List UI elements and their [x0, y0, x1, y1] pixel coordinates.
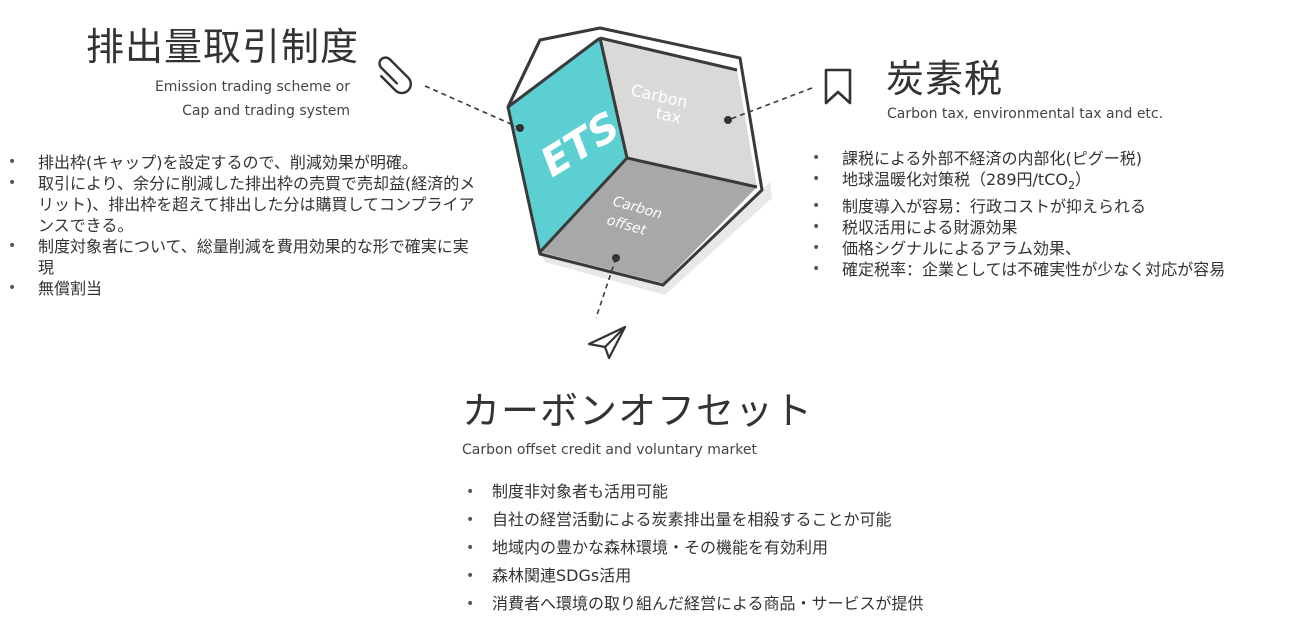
connector-lines: [424, 85, 813, 319]
tax-bullet: 確定税率：企業としては不確実性が少なく対応が容易: [812, 259, 1292, 280]
tax-bullet-suffix: ）: [1074, 170, 1091, 189]
tax-bullet: 制度導入が容易：行政コストが抑えられる: [812, 196, 1292, 217]
offset-face: [540, 158, 757, 283]
ets-bullet-list: 排出枠(キャップ)を設定するので、削減効果が明確。 取引により、余分に削減した排…: [8, 152, 478, 299]
ets-title: 排出量取引制度: [86, 25, 360, 69]
tax-bullet: 税収活用による財源効果: [812, 217, 1292, 238]
ets-subtitle: Emission trading scheme or Cap and tradi…: [155, 75, 350, 123]
offset-bullet-list: 制度非対象者も活用可能 自社の経営活動による炭素排出量を相殺することか可能 地域…: [462, 478, 1022, 618]
offset-bullet: 地域内の豊かな森林環境・その機能を有効利用: [462, 534, 1022, 562]
tax-bullet: 価格シグナルによるアラム効果、: [812, 238, 1292, 259]
ets-bullet: 制度対象者について、総量削減を費用効果的な形で確実に実現: [8, 236, 478, 278]
tax-bullet: 地球温暖化対策税（289円/tCO2）: [812, 169, 1292, 196]
tax-bullet: 課税による外部不経済の内部化(ピグー税): [812, 148, 1292, 169]
ets-bullet: 取引により、余分に削減した排出枠の売買で売却益(経済的メリット)、排出枠を超えて…: [8, 173, 478, 236]
tax-connector-dot: [724, 116, 732, 124]
ets-subtitle-line2: Cap and trading system: [182, 103, 350, 119]
tax-bullet-text: 地球温暖化対策税（289円/tCO: [842, 170, 1068, 189]
tax-title: 炭素税: [886, 57, 1004, 101]
paper-plane-icon: [587, 325, 627, 360]
ets-connector-dot: [516, 124, 524, 132]
cube-shadow: [540, 182, 772, 295]
ets-face: [508, 38, 627, 252]
cube-edges: [506, 26, 764, 287]
paperclip-icon: [378, 56, 412, 95]
tax-face: [600, 38, 757, 187]
offset-bullet: 自社の経営活動による炭素排出量を相殺することか可能: [462, 506, 1022, 534]
ets-subtitle-line1: Emission trading scheme or: [154, 79, 350, 95]
offset-bullet: 消費者へ環境の取り組んだ経営による商品・サービスが提供: [462, 590, 1022, 618]
offset-bullet: 森林関連SDGs活用: [462, 562, 1022, 590]
ets-bullet: 無償割当: [8, 278, 478, 299]
tax-subtitle: Carbon tax, environmental tax and etc.: [887, 106, 1164, 122]
tax-bullet-list: 課税による外部不経済の内部化(ピグー税) 地球温暖化対策税（289円/tCO2）…: [812, 148, 1292, 280]
bookmark-icon: [824, 68, 852, 105]
tax-subscript: 2: [1067, 179, 1075, 193]
offset-bullet: 制度非対象者も活用可能: [462, 478, 1022, 506]
offset-subtitle: Carbon offset credit and voluntary marke…: [462, 442, 757, 458]
offset-connector-dot: [612, 254, 620, 262]
ets-bullet: 排出枠(キャップ)を設定するので、削減効果が明確。: [8, 152, 478, 173]
offset-title: カーボンオフセット: [462, 389, 814, 433]
